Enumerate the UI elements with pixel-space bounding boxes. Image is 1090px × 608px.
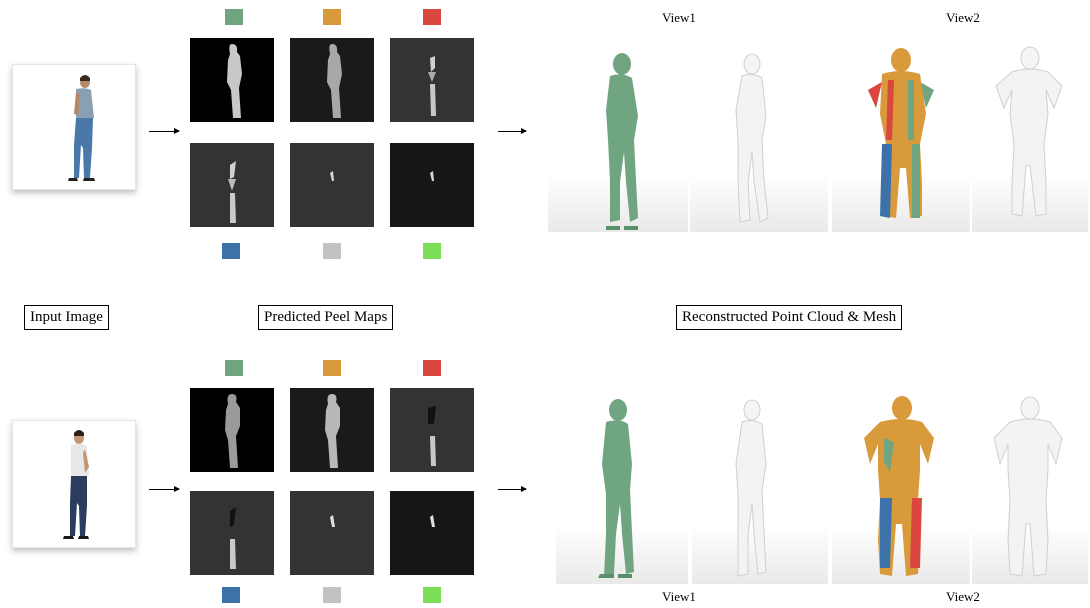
swatch-red <box>423 360 441 376</box>
arrow-right-icon <box>498 489 526 490</box>
swatch-blue <box>222 587 240 603</box>
point-cloud-icon <box>556 388 688 584</box>
point-cloud-render <box>556 388 688 584</box>
arrow-right-icon <box>149 131 179 132</box>
input-image-top <box>12 64 136 190</box>
point-cloud-render <box>832 388 970 584</box>
point-cloud-render <box>548 40 688 232</box>
peel-map <box>290 388 374 472</box>
swatch-lime <box>423 243 441 259</box>
swatch-orange <box>323 360 341 376</box>
view1-label-top: View1 <box>662 10 696 26</box>
view2-label-bottom: View2 <box>946 589 980 605</box>
peel-map <box>190 38 274 122</box>
mesh-icon <box>690 40 828 232</box>
swatch-grey <box>323 243 341 259</box>
peel-maps-label: Predicted Peel Maps <box>258 305 393 330</box>
peel-map <box>390 38 474 122</box>
swatch-red <box>423 9 441 25</box>
arrow-right-icon <box>149 489 179 490</box>
peel-map <box>190 388 274 472</box>
point-cloud-icon <box>548 40 688 232</box>
mesh-icon <box>692 388 828 584</box>
arrow-right-icon <box>498 131 526 132</box>
peel-map <box>190 143 274 227</box>
swatch-green <box>225 360 243 376</box>
swatch-green <box>225 9 243 25</box>
peel-map <box>390 388 474 472</box>
mesh-render <box>972 40 1088 232</box>
peel-map <box>290 143 374 227</box>
peel-map <box>290 38 374 122</box>
reconstruction-label: Reconstructed Point Cloud & Mesh <box>676 305 902 330</box>
peel-map <box>390 143 474 227</box>
point-cloud-render <box>832 40 970 232</box>
peel-map <box>190 491 274 575</box>
swatch-orange <box>323 9 341 25</box>
point-cloud-icon <box>832 388 970 584</box>
peel-map <box>390 491 474 575</box>
view2-label-top: View2 <box>946 10 980 26</box>
mesh-icon <box>972 388 1088 584</box>
point-cloud-icon <box>832 40 970 232</box>
view1-label-bottom: View1 <box>662 589 696 605</box>
mesh-render <box>692 388 828 584</box>
peel-map <box>290 491 374 575</box>
swatch-lime <box>423 587 441 603</box>
mesh-render <box>690 40 828 232</box>
person-icon <box>13 65 135 189</box>
input-image-bottom <box>12 420 136 548</box>
swatch-grey <box>323 587 341 603</box>
swatch-blue <box>222 243 240 259</box>
input-image-label: Input Image <box>24 305 109 330</box>
person-icon <box>13 421 135 547</box>
mesh-icon <box>972 40 1088 232</box>
mesh-render <box>972 388 1088 584</box>
